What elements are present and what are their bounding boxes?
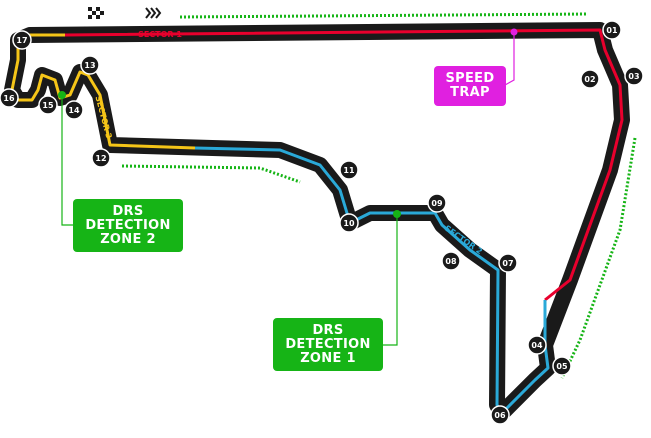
speed-trap-label: SPEED TRAP [434, 66, 506, 106]
turn-14-marker: 14 [64, 100, 84, 120]
turn-07-label: 07 [502, 259, 513, 268]
turn-03-marker: 03 [624, 66, 644, 86]
turn-04-circle [527, 335, 547, 355]
turn-02-label: 02 [584, 75, 595, 84]
turn-03-label: 03 [628, 72, 639, 81]
turn-11-label: 11 [343, 166, 355, 175]
turn-10-marker: 10 [339, 213, 359, 233]
drs2-line2: DETECTION [85, 217, 171, 233]
turn-12-circle [91, 148, 111, 168]
turn-09-marker: 09 [427, 193, 447, 213]
turn-06-marker: 06 [490, 405, 510, 425]
turn-17-label: 17 [16, 36, 27, 45]
checkered-flag-icon [88, 7, 104, 19]
turn-01-marker: 01 [602, 20, 622, 40]
sector1-label: SECTOR 1 [138, 30, 182, 39]
speed-trap-line2: TRAP [450, 85, 490, 100]
drs-zone-dots-main-straight [179, 12, 589, 19]
turn-16-circle [0, 88, 19, 108]
sector2-line [194, 146, 550, 415]
turn-15-circle [38, 95, 58, 115]
turn-14-label: 14 [68, 106, 80, 115]
speed-trap-leader [504, 33, 515, 86]
turn-04-marker: 04 [527, 335, 547, 355]
turn-05-label: 05 [556, 362, 568, 371]
turn-06-label: 06 [494, 411, 506, 420]
turn-17-circle [12, 30, 32, 50]
turn-14-circle [64, 100, 84, 120]
drs1-leader [383, 214, 398, 346]
drs2-marker [58, 91, 66, 99]
turn-02-marker: 02 [580, 69, 600, 89]
turn-09-label: 09 [431, 199, 443, 208]
turn-12-marker: 12 [91, 148, 111, 168]
turn-10-circle [339, 213, 359, 233]
turn-08-label: 08 [445, 257, 457, 266]
drs1-line2: DETECTION [285, 336, 371, 352]
turn-16-marker: 16 [0, 88, 19, 108]
turn-10-label: 10 [343, 219, 355, 228]
turn-09-circle [427, 193, 447, 213]
turn-02-circle [580, 69, 600, 89]
turn-markers: 01 02 03 04 05 06 07 08 09 10 11 12 13 14 15 16 17 [0, 20, 644, 425]
turn-07-circle [498, 253, 518, 273]
turn-05-circle [552, 356, 572, 376]
turn-13-marker: 13 [80, 55, 100, 75]
chevrons-right-icon [145, 7, 162, 19]
drs-zone-dots-back-straight [121, 164, 301, 184]
turn-08-circle [441, 251, 461, 271]
turn-12-label: 12 [95, 154, 106, 163]
drs2-line1: DRS [112, 203, 144, 219]
drs-detection-zone-2-label: DRS DETECTION ZONE 2 [73, 199, 183, 252]
drs1-line1: DRS [312, 322, 344, 338]
sector3-line [10, 33, 196, 150]
turn-11-marker: 11 [339, 160, 359, 180]
turn-08-marker: 08 [441, 251, 461, 271]
turn-01-label: 01 [606, 26, 618, 35]
drs-detection-zone-1-label: DRS DETECTION ZONE 1 [273, 318, 383, 371]
turn-03-circle [624, 66, 644, 86]
turn-06-circle [490, 405, 510, 425]
turn-15-marker: 15 [38, 95, 58, 115]
turn-16-label: 16 [3, 94, 15, 103]
turn-01-circle [602, 20, 622, 40]
drs2-leader [61, 95, 73, 226]
turn-13-label: 13 [84, 61, 95, 70]
speed-trap-line1: SPEED [445, 71, 495, 86]
turn-11-circle [339, 160, 359, 180]
drs1-line3: ZONE 1 [300, 350, 356, 366]
drs-zone-markers [121, 12, 637, 379]
turn-04-label: 04 [531, 341, 543, 350]
drs2-line3: ZONE 2 [100, 231, 156, 247]
sector1-line [64, 28, 624, 302]
drs1-marker [393, 210, 401, 218]
turn-05-marker: 05 [552, 356, 572, 376]
turn-17-marker: 17 [12, 30, 32, 50]
speed-trap-marker [510, 28, 518, 36]
turn-13-circle [80, 55, 100, 75]
turn-07-marker: 07 [498, 253, 518, 273]
turn-15-label: 15 [42, 101, 54, 110]
